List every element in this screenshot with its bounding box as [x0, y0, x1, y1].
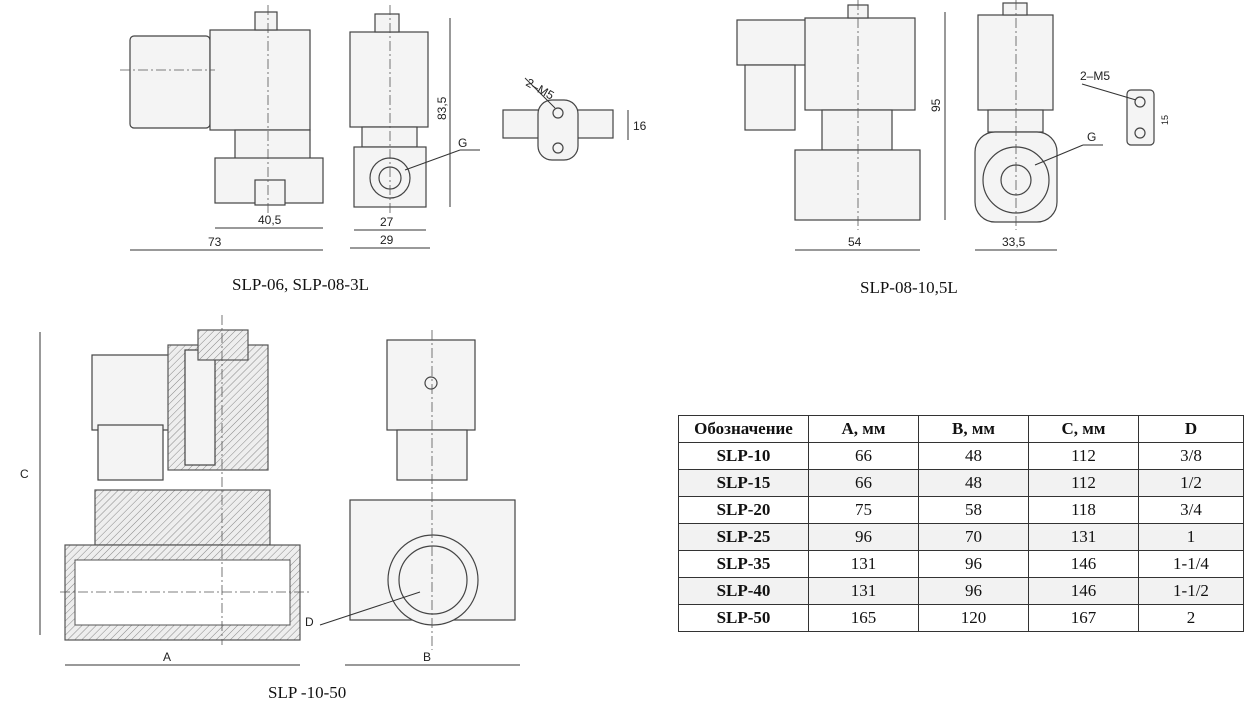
cell-value: 112 — [1028, 469, 1139, 497]
svg-text:G: G — [1087, 130, 1096, 144]
cell-value: 96 — [808, 523, 919, 551]
svg-text:G: G — [458, 136, 467, 150]
header-c: C, мм — [1028, 415, 1139, 443]
header-a: A, мм — [808, 415, 919, 443]
cell-value: 70 — [918, 523, 1029, 551]
svg-text:73: 73 — [208, 235, 222, 249]
cell-designation: SLP-20 — [678, 496, 809, 524]
header-b: B, мм — [918, 415, 1029, 443]
cell-value: 146 — [1028, 550, 1139, 578]
cell-value: 2 — [1138, 604, 1244, 632]
cell-value: 1-1/4 — [1138, 550, 1244, 578]
cell-value: 118 — [1028, 496, 1139, 524]
cell-value: 58 — [918, 496, 1029, 524]
slp06-bottom-view: 16 2–M5 — [502, 75, 647, 161]
cell-designation: SLP-15 — [678, 469, 809, 497]
slp08-bottom-view: 2–M5 15 — [1080, 69, 1170, 146]
cell-designation: SLP-40 — [678, 577, 809, 605]
svg-text:B: B — [423, 650, 431, 664]
caption-slp06: SLP-06, SLP-08-3L — [232, 275, 369, 294]
cell-value: 131 — [1028, 523, 1139, 551]
slp08-front-view: 33,5 G — [974, 0, 1103, 251]
cell-value: 48 — [918, 469, 1029, 497]
header-designation: Обозначение — [678, 415, 809, 443]
svg-text:83,5: 83,5 — [435, 96, 449, 120]
svg-text:33,5: 33,5 — [1002, 235, 1026, 249]
cell-value: 112 — [1028, 442, 1139, 470]
cell-value: 146 — [1028, 577, 1139, 605]
slp10-50-front-view: B D — [305, 330, 520, 666]
cell-value: 165 — [808, 604, 919, 632]
cell-designation: SLP-50 — [678, 604, 809, 632]
header-d: D — [1138, 415, 1244, 443]
caption-slp08: SLP-08-10,5L — [860, 278, 958, 297]
svg-text:C: C — [20, 467, 29, 481]
svg-text:29: 29 — [380, 233, 394, 247]
cell-designation: SLP-35 — [678, 550, 809, 578]
svg-text:16: 16 — [633, 119, 647, 133]
cell-value: 48 — [918, 442, 1029, 470]
cell-value: 167 — [1028, 604, 1139, 632]
cell-value: 131 — [808, 577, 919, 605]
slp10-50-section-view: C A — [20, 315, 310, 666]
svg-text:A: A — [163, 650, 171, 664]
cell-value: 96 — [918, 577, 1029, 605]
cell-value: 96 — [918, 550, 1029, 578]
cell-value: 66 — [808, 469, 919, 497]
cell-designation: SLP-10 — [678, 442, 809, 470]
svg-text:2–M5: 2–M5 — [1080, 69, 1110, 83]
slp08-side-view: 54 95 — [736, 0, 946, 251]
cell-value: 1 — [1138, 523, 1244, 551]
cell-value: 131 — [808, 550, 919, 578]
cell-value: 1-1/2 — [1138, 577, 1244, 605]
svg-text:15: 15 — [1160, 115, 1170, 125]
svg-text:95: 95 — [929, 98, 943, 112]
slp06-front-view: 27 29 83,5 G — [349, 5, 480, 249]
cell-designation: SLP-25 — [678, 523, 809, 551]
cell-value: 75 — [808, 496, 919, 524]
cell-value: 3/4 — [1138, 496, 1244, 524]
svg-text:2–M5: 2–M5 — [524, 75, 557, 102]
cell-value: 120 — [918, 604, 1029, 632]
cell-value: 66 — [808, 442, 919, 470]
slp06-side-view: 40,5 73 — [120, 5, 324, 251]
svg-text:D: D — [305, 615, 314, 629]
cell-value: 3/8 — [1138, 442, 1244, 470]
caption-slp10-50: SLP -10-50 — [268, 683, 347, 702]
svg-text:40,5: 40,5 — [258, 213, 282, 227]
svg-text:54: 54 — [848, 235, 862, 249]
cell-value: 1/2 — [1138, 469, 1244, 497]
table-header-row: Обозначение A, мм B, мм C, мм D — [678, 415, 1244, 443]
svg-text:27: 27 — [380, 215, 394, 229]
